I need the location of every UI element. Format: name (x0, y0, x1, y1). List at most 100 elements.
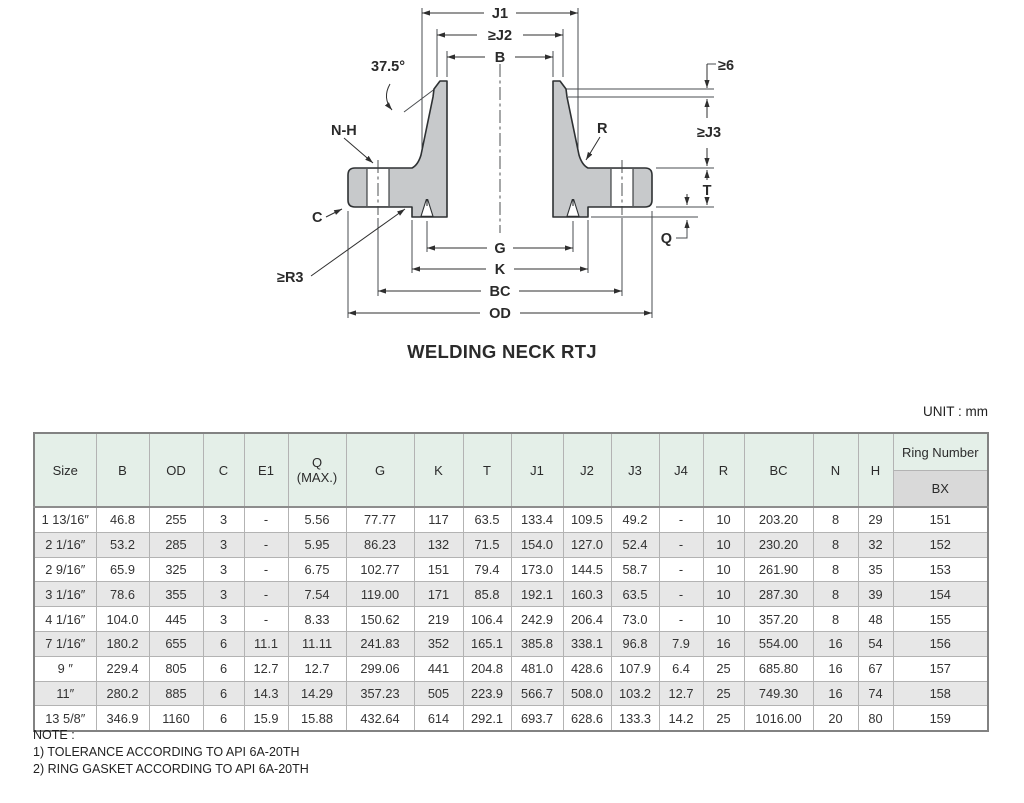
table-cell: 885 (148, 680, 204, 707)
col-header-ring-number: Ring Number (892, 432, 989, 471)
table-header: Size B OD C E1 Q (MAX.) G K T J1 J2 J3 J… (33, 432, 989, 508)
table-cell: 25 (702, 705, 745, 732)
table-cell: 223.9 (462, 680, 512, 707)
table-cell: 52.4 (610, 531, 660, 558)
table-cell: 16 (812, 655, 859, 682)
table-cell: 10 (702, 506, 745, 533)
table-cell: 8 (812, 556, 859, 583)
table-cell: 173.0 (510, 556, 564, 583)
table-cell: 3 (202, 581, 245, 608)
table-cell: 4 1/16″ (33, 606, 97, 632)
col-header-c: C (202, 432, 245, 508)
table-cell: 7 1/16″ (33, 630, 97, 657)
table-cell: 25 (702, 680, 745, 707)
table-cell: 11.1 (243, 630, 289, 657)
table-cell: 6 (202, 705, 245, 732)
table-cell: 5.56 (287, 506, 347, 533)
notes-title: NOTE : (33, 728, 75, 742)
dim-label-od: OD (489, 306, 511, 322)
dimension-lines (310, 10, 710, 316)
dim-label-q: Q (661, 231, 672, 247)
table-cell: 71.5 (462, 531, 512, 558)
table-cell: 325 (148, 556, 204, 583)
table-cell: 127.0 (562, 531, 612, 558)
table-cell: 117 (413, 506, 464, 533)
table-cell: 12.7 (287, 655, 347, 682)
centerlines (377, 64, 623, 233)
table-cell: 10 (702, 581, 745, 608)
table-cell: 8.33 (287, 606, 347, 632)
table-cell: 805 (148, 655, 204, 682)
dim-label-angle: 37.5° (371, 59, 405, 75)
table-cell: 3 (202, 606, 245, 632)
table-cell: 14.3 (243, 680, 289, 707)
table-cell: 428.6 (562, 655, 612, 682)
table-cell: 103.2 (610, 680, 660, 707)
table-cell: 158 (892, 680, 989, 707)
table-cell: 1160 (148, 705, 204, 732)
dim-label-j2: ≥J2 (488, 28, 512, 44)
table-cell: 3 (202, 531, 245, 558)
table-cell: 203.20 (743, 506, 814, 533)
table-cell: 6 (202, 630, 245, 657)
table-cell: 6 (202, 655, 245, 682)
table-cell: 10 (702, 556, 745, 583)
table-cell: 152 (892, 531, 989, 558)
table-cell: - (243, 556, 289, 583)
table-cell: 8 (812, 506, 859, 533)
table-cell: 32 (857, 531, 894, 558)
table-cell: 505 (413, 680, 464, 707)
table-cell: - (243, 606, 289, 632)
table-cell: 566.7 (510, 680, 564, 707)
dim-label-nh: N-H (331, 123, 357, 139)
table-cell: 13 5/8″ (33, 705, 97, 732)
table-cell: 554.00 (743, 630, 814, 657)
table-cell: 15.88 (287, 705, 347, 732)
col-header-size: Size (33, 432, 97, 508)
table-cell: 20 (812, 705, 859, 732)
col-header-r: R (702, 432, 745, 508)
table-cell: 25 (702, 655, 745, 682)
table-cell: - (658, 531, 704, 558)
col-header-k: K (413, 432, 464, 508)
table-cell: 53.2 (95, 531, 150, 558)
table-cell: 16 (812, 680, 859, 707)
table-cell: - (658, 556, 704, 583)
table-cell: 78.6 (95, 581, 150, 608)
table-cell: 102.77 (345, 556, 415, 583)
table-cell: 133.4 (510, 506, 564, 533)
table-cell: 229.4 (95, 655, 150, 682)
table-cell: 11.11 (287, 630, 347, 657)
table-cell: 385.8 (510, 630, 564, 657)
table-cell: 11″ (33, 680, 97, 707)
table-cell: 280.2 (95, 680, 150, 707)
table-cell: 10 (702, 531, 745, 558)
col-header-n: N (812, 432, 859, 508)
dim-label-g: G (494, 241, 505, 257)
table-cell: 73.0 (610, 606, 660, 632)
ring-grooves (420, 198, 580, 217)
table-cell: 749.30 (743, 680, 814, 707)
dim-label-r: R (597, 121, 608, 137)
table-cell: 171 (413, 581, 464, 608)
note-item-1: 1) TOLERANCE ACCORDING TO API 6A-20TH (33, 745, 300, 759)
flange-left-section (347, 80, 448, 218)
table-cell: - (243, 581, 289, 608)
table-cell: 77.77 (345, 506, 415, 533)
table-cell: 355 (148, 581, 204, 608)
table-cell: 6 (202, 680, 245, 707)
dim-label-min6: ≥6 (718, 58, 734, 74)
table-cell: 104.0 (95, 606, 150, 632)
table-cell: 292.1 (462, 705, 512, 732)
table-cell: 154 (892, 581, 989, 608)
col-header-j4: J4 (658, 432, 704, 508)
table-cell: 2 9/16″ (33, 556, 97, 583)
col-header-j2: J2 (562, 432, 612, 508)
table-cell: 165.1 (462, 630, 512, 657)
table-cell: 86.23 (345, 531, 415, 558)
